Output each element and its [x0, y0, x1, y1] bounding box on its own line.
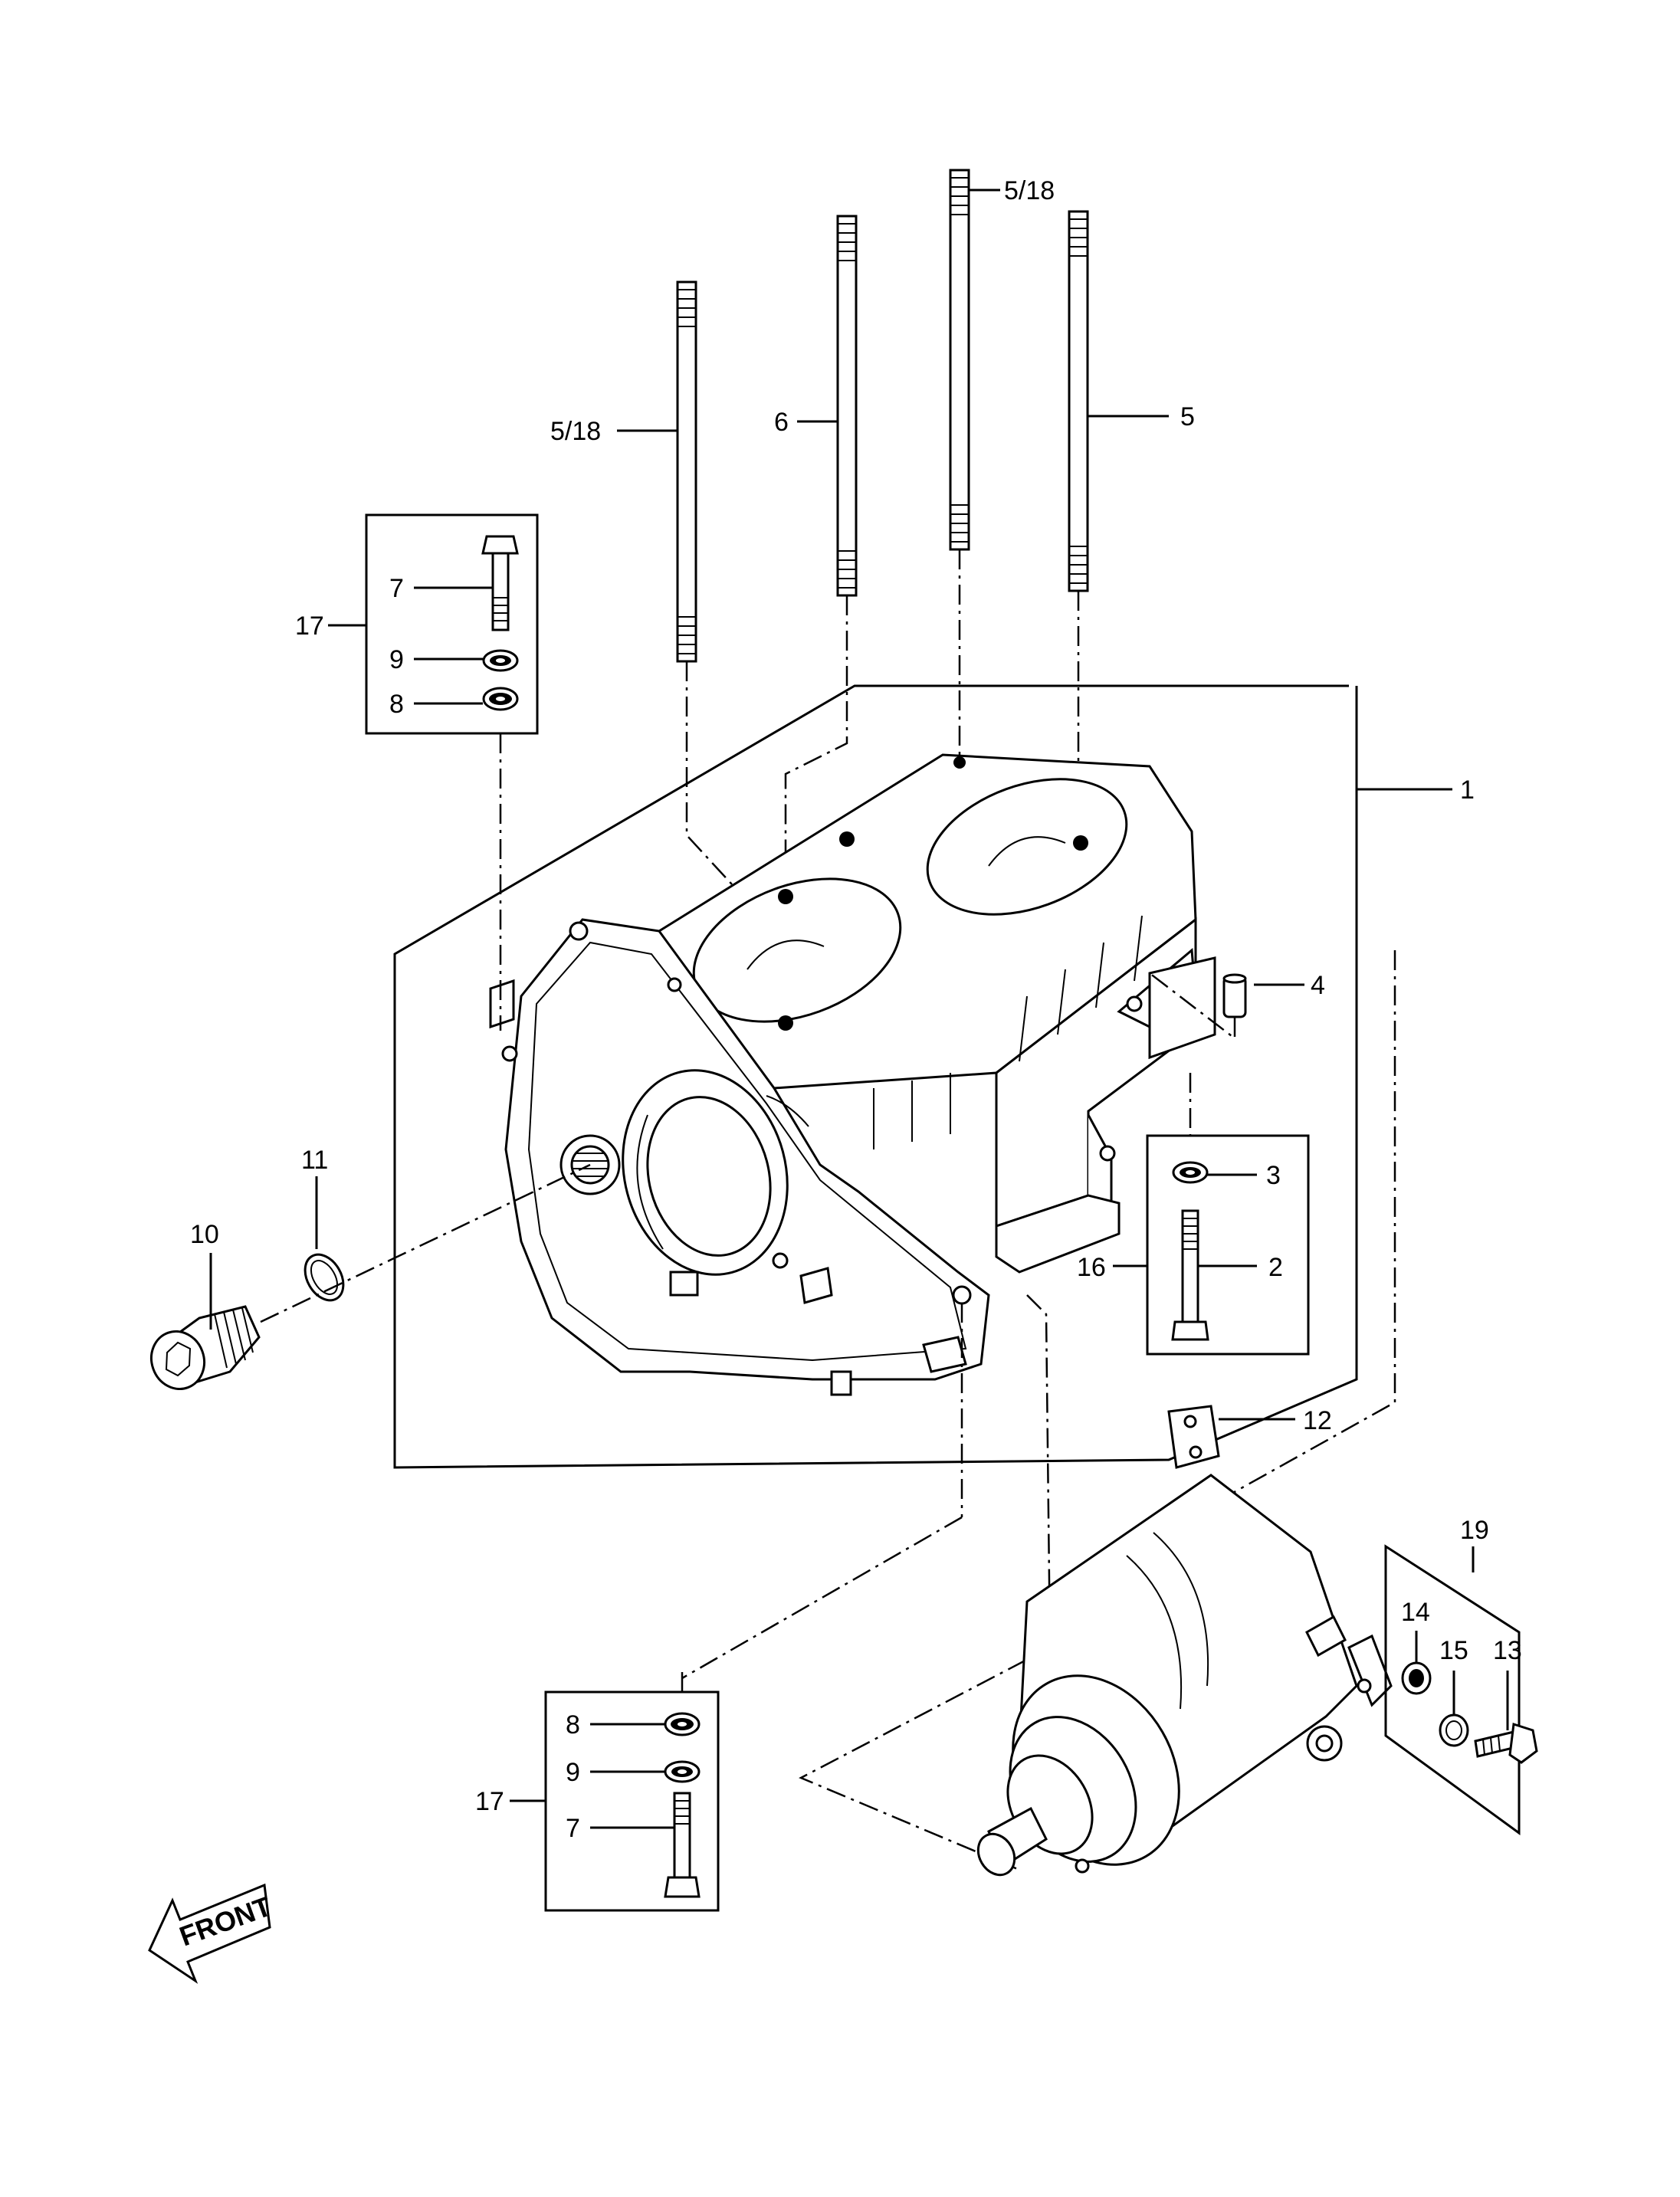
washer-8-bottom [664, 1712, 701, 1736]
bolt-7-top [481, 535, 519, 631]
washer-15 [1439, 1713, 1469, 1747]
starter-motor [976, 1474, 1393, 1877]
callout-10: 10 [190, 1220, 219, 1249]
washer-14 [1401, 1661, 1432, 1695]
callout-3: 3 [1266, 1161, 1281, 1190]
callout-6: 6 [774, 408, 789, 437]
dowel-pin-4 [1222, 973, 1247, 1018]
bolt-7-bottom [664, 1792, 701, 1898]
stud-5 [1068, 210, 1089, 592]
callout-19: 19 [1460, 1516, 1489, 1545]
stud-5-18-left [676, 280, 697, 663]
callout-2: 2 [1268, 1253, 1283, 1282]
stud-5-18-top [949, 169, 970, 551]
washer-3 [1172, 1161, 1209, 1184]
starter-plate-12 [1167, 1405, 1220, 1469]
callout-1: 1 [1460, 776, 1475, 805]
front-arrow: FRONT [148, 1883, 275, 1984]
callout-11: 11 [301, 1146, 328, 1175]
stud-6 [836, 215, 858, 597]
callout-15: 15 [1439, 1636, 1468, 1665]
bolt-13 [1474, 1723, 1538, 1764]
drain-plug-10 [150, 1305, 261, 1391]
callout-5-18-left: 5/18 [550, 417, 601, 446]
starter-mount-centerline-d [1132, 950, 1396, 1576]
callout-8-top: 8 [389, 690, 404, 719]
callout-16: 16 [1077, 1253, 1106, 1282]
callout-7-bottom: 7 [566, 1814, 580, 1843]
callout-14: 14 [1401, 1598, 1430, 1627]
crankcase-group-outline [393, 684, 1358, 1469]
stud-centerline-6 [784, 595, 848, 889]
callout-5-18-top: 5/18 [1004, 176, 1055, 205]
dowel-centerline [1149, 972, 1236, 1041]
bolt-2 [1171, 1209, 1209, 1341]
o-ring-11 [304, 1253, 345, 1302]
callout-8-bottom: 8 [566, 1710, 580, 1740]
group-19-box [1384, 1544, 1521, 1835]
callout-5: 5 [1180, 402, 1195, 431]
callout-9-top: 9 [389, 645, 404, 674]
washer-9-top [482, 649, 519, 672]
callout-4: 4 [1311, 971, 1325, 1000]
callout-17-bottom: 17 [475, 1787, 504, 1816]
crankcase [489, 753, 1216, 1396]
callout-17-top: 17 [295, 612, 324, 641]
callout-12: 12 [1303, 1406, 1332, 1435]
drain-centerline [260, 1163, 591, 1323]
washer-9-bottom [664, 1760, 701, 1783]
washer-8-top [482, 687, 519, 711]
callout-13: 13 [1493, 1636, 1522, 1665]
starter-mount-centerline-b [681, 1516, 963, 1680]
callout-9-bottom: 9 [566, 1758, 580, 1787]
callout-7-top: 7 [389, 574, 404, 603]
group-16-box [1146, 1134, 1310, 1356]
